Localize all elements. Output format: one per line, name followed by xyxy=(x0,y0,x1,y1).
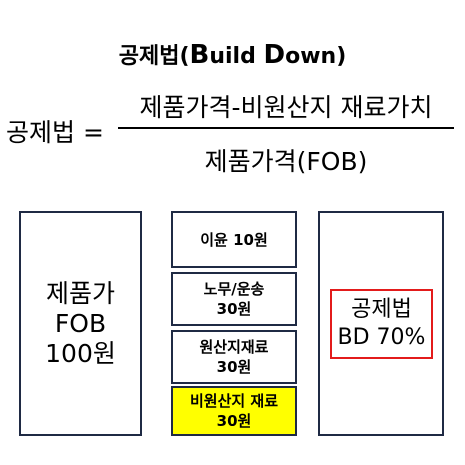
title-d-cap: D xyxy=(263,40,286,70)
stack-item-line1: 노무/운송 xyxy=(203,280,265,298)
build-down-label: 공제법 xyxy=(351,297,412,322)
stack-item-line2: 30원 xyxy=(216,300,252,318)
stack-item-line1: 이윤 10원 xyxy=(200,230,268,249)
product-price-label: 제품가 xyxy=(45,278,115,308)
product-price-value: 100원 xyxy=(45,338,116,368)
stack-item-line1: 원산지재료 xyxy=(199,338,269,356)
diagram-title: 공제법(Build Down) xyxy=(0,38,465,70)
product-price-box: 제품가 FOB 100원 xyxy=(19,211,142,436)
stack-item-profit: 이윤 10원 xyxy=(171,211,297,268)
build-down-result: 공제법 BD 70% xyxy=(330,289,433,359)
stack-item-line2: 30원 xyxy=(216,412,252,430)
build-down-box xyxy=(318,211,444,436)
title-korean: 공제법( xyxy=(118,44,190,69)
formula-numerator: 제품가격-비원산지 재료가치 xyxy=(139,93,433,122)
formula-denominator: 제품가격(FOB) xyxy=(204,147,368,176)
product-price-fob: FOB xyxy=(54,308,107,338)
formula-lhs: 공제법 = xyxy=(6,118,104,147)
title-d-rest: own) xyxy=(285,44,347,69)
build-down-value: BD 70% xyxy=(337,325,426,350)
fraction-line xyxy=(118,127,454,129)
stack-item-labor-transport: 노무/운송 30원 xyxy=(171,272,297,326)
title-b-cap: B xyxy=(189,40,210,70)
stack-item-line2: 30원 xyxy=(216,358,252,376)
stack-item-line1: 비원산지 재료 xyxy=(189,392,279,410)
title-b-rest: uild xyxy=(209,44,264,69)
stack-item-originating-material: 원산지재료 30원 xyxy=(171,330,297,384)
stack-item-non-originating-material: 비원산지 재료 30원 xyxy=(171,386,297,436)
